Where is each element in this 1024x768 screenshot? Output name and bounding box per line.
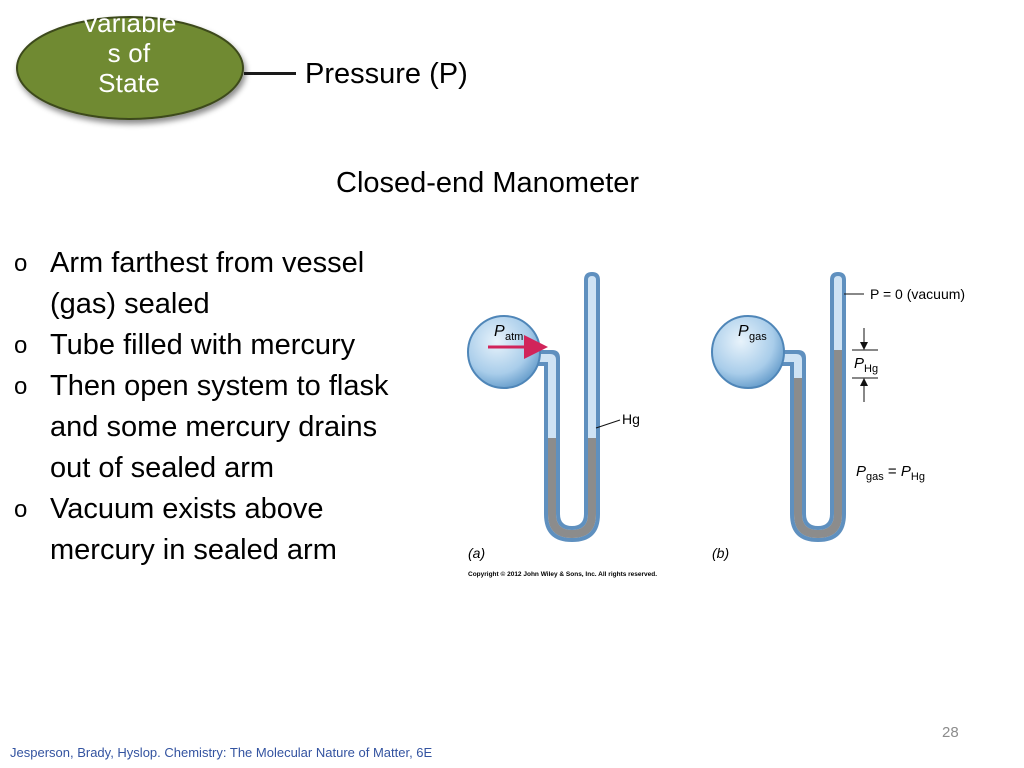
bullet-text: Tube filled with mercury <box>50 329 356 361</box>
footer-citation: Jesperson, Brady, Hyslop. Chemistry: The… <box>10 745 433 760</box>
bullet-item: o Arm farthest from vessel (gas) sealed <box>10 243 405 325</box>
pgas-label-main: P <box>738 323 749 340</box>
patm-label-main: P <box>494 323 505 340</box>
caption-a: (a) <box>468 545 485 561</box>
bullet-text: Then open system to flask and some mercu… <box>50 370 389 484</box>
bullet-marker: o <box>14 496 28 523</box>
vacuum-label: P = 0 (vacuum) <box>870 286 965 302</box>
pgas-label-sub: gas <box>749 331 767 343</box>
slide-heading: Pressure (P) <box>305 58 468 90</box>
bullet-text: Arm farthest from vessel (gas) sealed <box>50 247 365 320</box>
bullet-marker: o <box>14 332 28 359</box>
bullet-marker: o <box>14 250 28 277</box>
badge-text: Variable s of State <box>62 8 196 98</box>
variables-of-state-badge: Variable s of State <box>0 0 260 135</box>
bullet-text: Vacuum exists above mercury in sealed ar… <box>50 493 337 566</box>
equation-label: Pgas = PHg <box>856 463 925 483</box>
bullet-item: o Tube filled with mercury <box>10 325 405 366</box>
badge-line-2: s of <box>107 38 151 68</box>
hg-label-a: Hg <box>622 411 640 427</box>
tube-a-outer <box>530 272 600 542</box>
manometer-b: P gas P = 0 (vacuum) P Hg Pgas = PHg (b) <box>711 272 965 561</box>
badge-line-3: State <box>98 68 160 98</box>
bullet-item: o Vacuum exists above mercury in sealed a… <box>10 489 405 571</box>
flask-b <box>711 315 785 389</box>
page-number: 28 <box>942 724 959 741</box>
bullet-marker: o <box>14 373 28 400</box>
eq-right-sub: Hg <box>911 471 925 483</box>
eq-right-main: P <box>901 463 911 480</box>
manometer-figure: P atm Hg (a) P gas P = 0 (vacuum) P Hg P… <box>467 272 965 578</box>
caption-b: (b) <box>712 545 729 561</box>
eq-left-main: P <box>856 463 866 480</box>
bullet-item: o Then open system to flask and some merc… <box>10 366 405 489</box>
phg-label-sub: Hg <box>864 363 878 375</box>
hg-leader-line <box>595 419 621 429</box>
phg-label-main: P <box>854 355 864 372</box>
figure-copyright: Copyright © 2012 John Wiley & Sons, Inc.… <box>468 570 657 578</box>
bullet-list: o Arm farthest from vessel (gas) sealed o… <box>10 243 405 571</box>
eq-left-sub: gas <box>866 471 884 483</box>
patm-label-sub: atm <box>505 331 523 343</box>
badge-line-1: Variable <box>81 8 177 38</box>
slide-subtitle: Closed-end Manometer <box>336 167 640 199</box>
manometer-a: P atm Hg (a) <box>467 272 640 561</box>
eq-mid: = <box>884 463 901 480</box>
badge-oval-shape <box>16 16 244 120</box>
mercury-a <box>548 438 596 538</box>
tube-b-outer <box>776 272 846 542</box>
connector-line <box>244 72 296 75</box>
mercury-b <box>794 350 842 538</box>
